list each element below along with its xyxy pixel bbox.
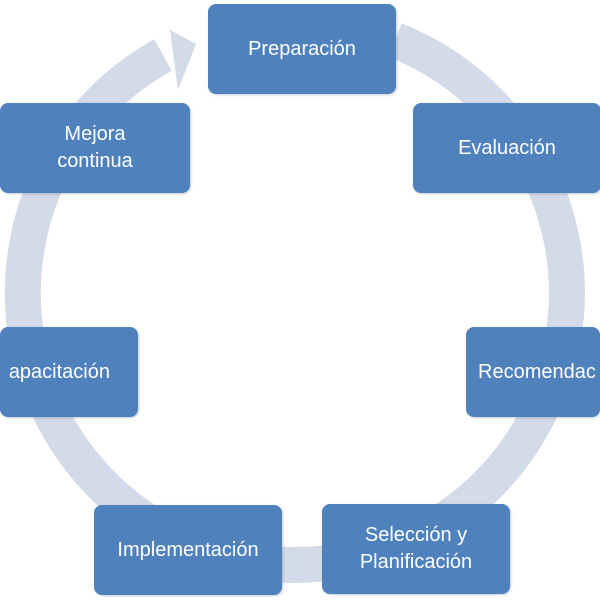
step-recomendaciones: Recomendac	[466, 327, 600, 417]
cycle-arrowhead	[170, 30, 196, 90]
step-label: apacitación	[8, 360, 110, 383]
cycle-ring-arc	[4, 23, 585, 583]
step-mejora-continua: Mejora continua	[0, 103, 190, 193]
step-seleccion-planificacion: Selección y Planificación	[322, 504, 510, 594]
step-label: Recomendac	[478, 360, 596, 383]
step-label: Preparación	[248, 37, 356, 60]
step-capacitacion: apacitación	[0, 327, 138, 417]
step-preparacion: Preparación	[208, 4, 396, 94]
step-label: Selección y Planificación	[359, 524, 473, 573]
step-label: Mejora continua	[57, 123, 133, 172]
step-evaluacion: Evaluación	[413, 103, 600, 193]
step-label: Evaluación	[458, 136, 556, 159]
step-implementacion: Implementación	[94, 505, 282, 595]
step-label: Implementación	[117, 538, 259, 561]
